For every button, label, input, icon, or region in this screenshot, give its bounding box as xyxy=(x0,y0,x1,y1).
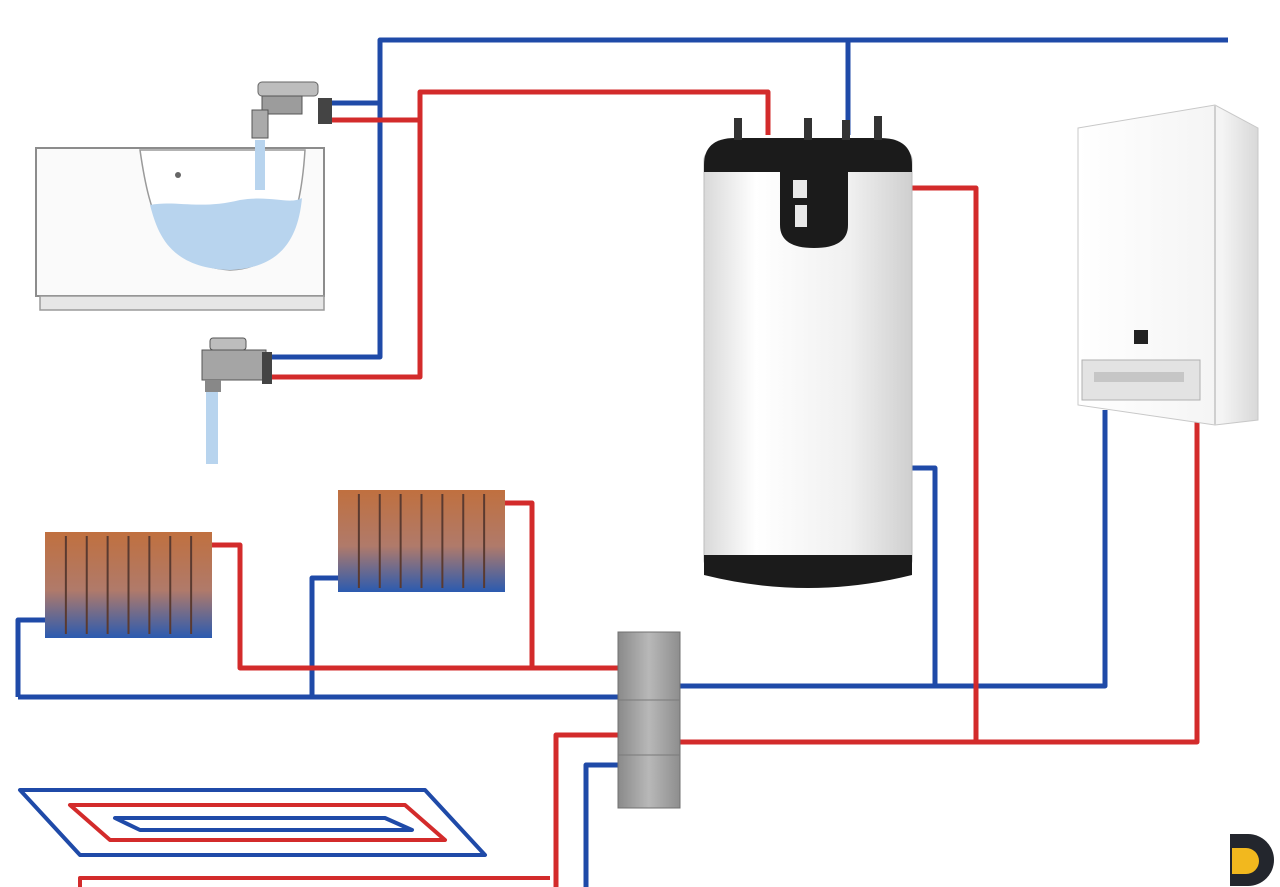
bathtub-icon xyxy=(35,147,325,311)
distribution-manifold xyxy=(617,631,681,809)
indirect-water-heater-tank xyxy=(703,116,913,588)
radiator-right-supply xyxy=(502,500,535,668)
boiler-to-tank-coil xyxy=(910,185,979,742)
cold-main-supply-line xyxy=(330,37,1228,106)
cold-water-pipes xyxy=(15,37,1228,887)
floor-loop-return xyxy=(583,762,620,887)
radiator-right xyxy=(338,490,505,592)
manifold-icon xyxy=(617,631,681,809)
tank-coil-return xyxy=(910,465,938,686)
boiler-flow-line xyxy=(680,410,1200,745)
brand-logo xyxy=(1230,834,1274,886)
hot-supply-from-tank xyxy=(330,89,771,135)
floor-heating-icon xyxy=(18,788,550,887)
boiler-icon xyxy=(1077,104,1259,426)
cold-supply-to-basin-tap xyxy=(270,100,383,360)
radiator-icon xyxy=(338,490,505,592)
hot-supply-to-basin-tap xyxy=(270,118,423,380)
radiator-left-supply xyxy=(210,542,620,671)
wall-gas-boiler xyxy=(1077,104,1259,426)
boiler-return-line xyxy=(680,410,1108,689)
bath-faucet xyxy=(251,81,332,190)
floor-loop-supply xyxy=(553,732,620,887)
brand-logo-icon xyxy=(1230,834,1274,886)
tap-icon xyxy=(201,337,272,464)
faucet-icon xyxy=(251,81,332,190)
water-tank-icon xyxy=(703,116,913,588)
bathtub xyxy=(35,147,325,311)
heating-return-line xyxy=(15,617,45,697)
hot-water-pipes xyxy=(210,89,1200,887)
radiator-icon xyxy=(45,532,212,638)
basin-tap xyxy=(201,337,272,464)
radiator-left xyxy=(45,532,212,638)
underfloor-heating-loop xyxy=(18,788,550,887)
radiator-right-return xyxy=(309,575,340,697)
